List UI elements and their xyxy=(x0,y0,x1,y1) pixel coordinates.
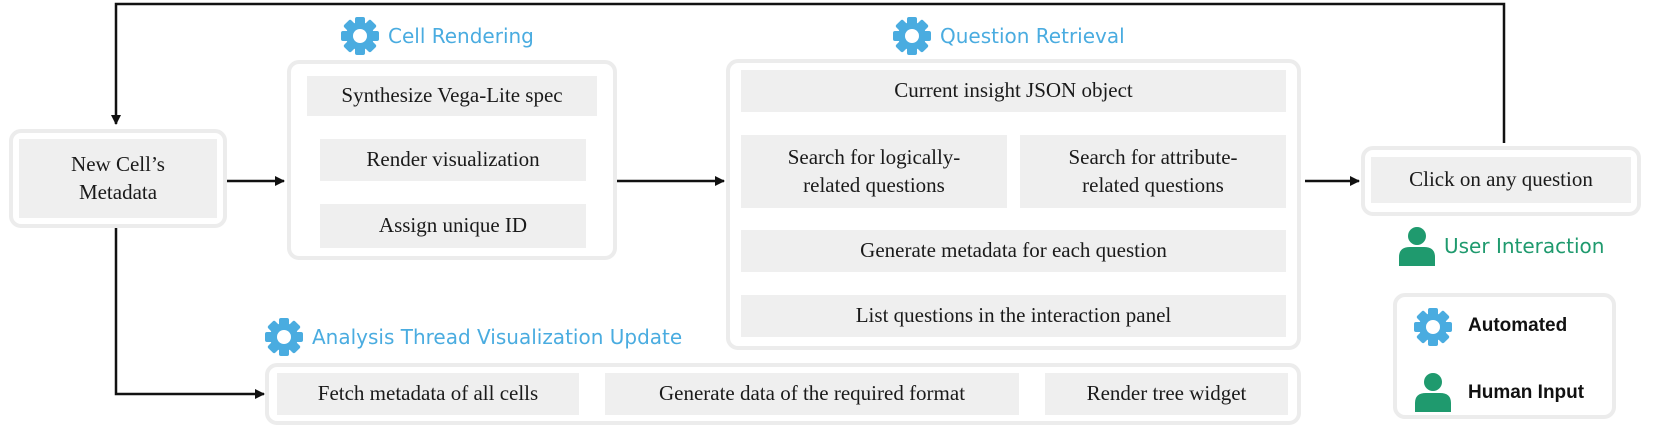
person-icon xyxy=(1415,373,1451,412)
assign-id-text: Assign unique ID xyxy=(378,213,528,238)
user-interaction-label: User Interaction xyxy=(1398,226,1604,266)
generate-metadata-text: Generate metadata for each question xyxy=(860,238,1167,263)
generate-data-text: Generate data of the required format xyxy=(658,381,966,406)
gear-icon xyxy=(893,17,931,55)
search-attribute-box: Search for attribute-related questions xyxy=(1020,135,1286,208)
current-insight-box: Current insight JSON object xyxy=(741,70,1286,112)
assign-id-box: Assign unique ID xyxy=(320,204,586,248)
synthesize-spec-text: Synthesize Vega-Lite spec xyxy=(341,83,563,108)
click-question-box: Click on any question xyxy=(1371,157,1631,203)
gear-icon xyxy=(1414,308,1452,346)
loop-arrow xyxy=(111,2,1506,143)
cell-rendering-title: Cell Rendering xyxy=(388,24,534,48)
cell-rendering-label: Cell Rendering xyxy=(340,16,534,56)
list-questions-box: List questions in the interaction panel xyxy=(741,295,1286,337)
search-attribute-text: Search for attribute-related questions xyxy=(1068,145,1238,197)
arrow-metadata-to-fetch xyxy=(114,226,265,399)
synthesize-spec-box: Synthesize Vega-Lite spec xyxy=(307,76,597,116)
new-cell-metadata-box: New Cell’s Metadata xyxy=(19,139,217,218)
list-questions-text: List questions in the interaction panel xyxy=(855,303,1172,328)
user-interaction-title: User Interaction xyxy=(1444,234,1605,258)
generate-data-box: Generate data of the required format xyxy=(605,373,1019,415)
render-visualization-text: Render visualization xyxy=(366,147,540,172)
fetch-metadata-text: Fetch metadata of all cells xyxy=(317,381,539,406)
question-retrieval-label: Question Retrieval xyxy=(892,16,1125,56)
fetch-metadata-box: Fetch metadata of all cells xyxy=(277,373,579,415)
legend-human-input: Human Input xyxy=(1468,382,1585,403)
analysis-thread-title: Analysis Thread Visualization Update xyxy=(312,325,683,349)
analysis-thread-label: Analysis Thread Visualization Update xyxy=(264,317,682,357)
search-logical-text: Search for logically-related questions xyxy=(787,145,961,197)
current-insight-text: Current insight JSON object xyxy=(894,78,1133,103)
new-cell-metadata-text: New Cell’s Metadata xyxy=(71,152,165,204)
render-tree-box: Render tree widget xyxy=(1045,373,1288,415)
render-tree-text: Render tree widget xyxy=(1086,381,1247,406)
question-retrieval-title: Question Retrieval xyxy=(940,24,1125,48)
search-logical-box: Search for logically-related questions xyxy=(741,135,1007,208)
click-question-text: Click on any question xyxy=(1409,167,1593,192)
generate-metadata-box: Generate metadata for each question xyxy=(741,230,1286,272)
legend-automated: Automated xyxy=(1468,315,1568,336)
gear-icon xyxy=(341,17,379,55)
gear-icon xyxy=(265,318,303,356)
render-visualization-box: Render visualization xyxy=(320,139,586,181)
person-icon xyxy=(1399,227,1435,266)
